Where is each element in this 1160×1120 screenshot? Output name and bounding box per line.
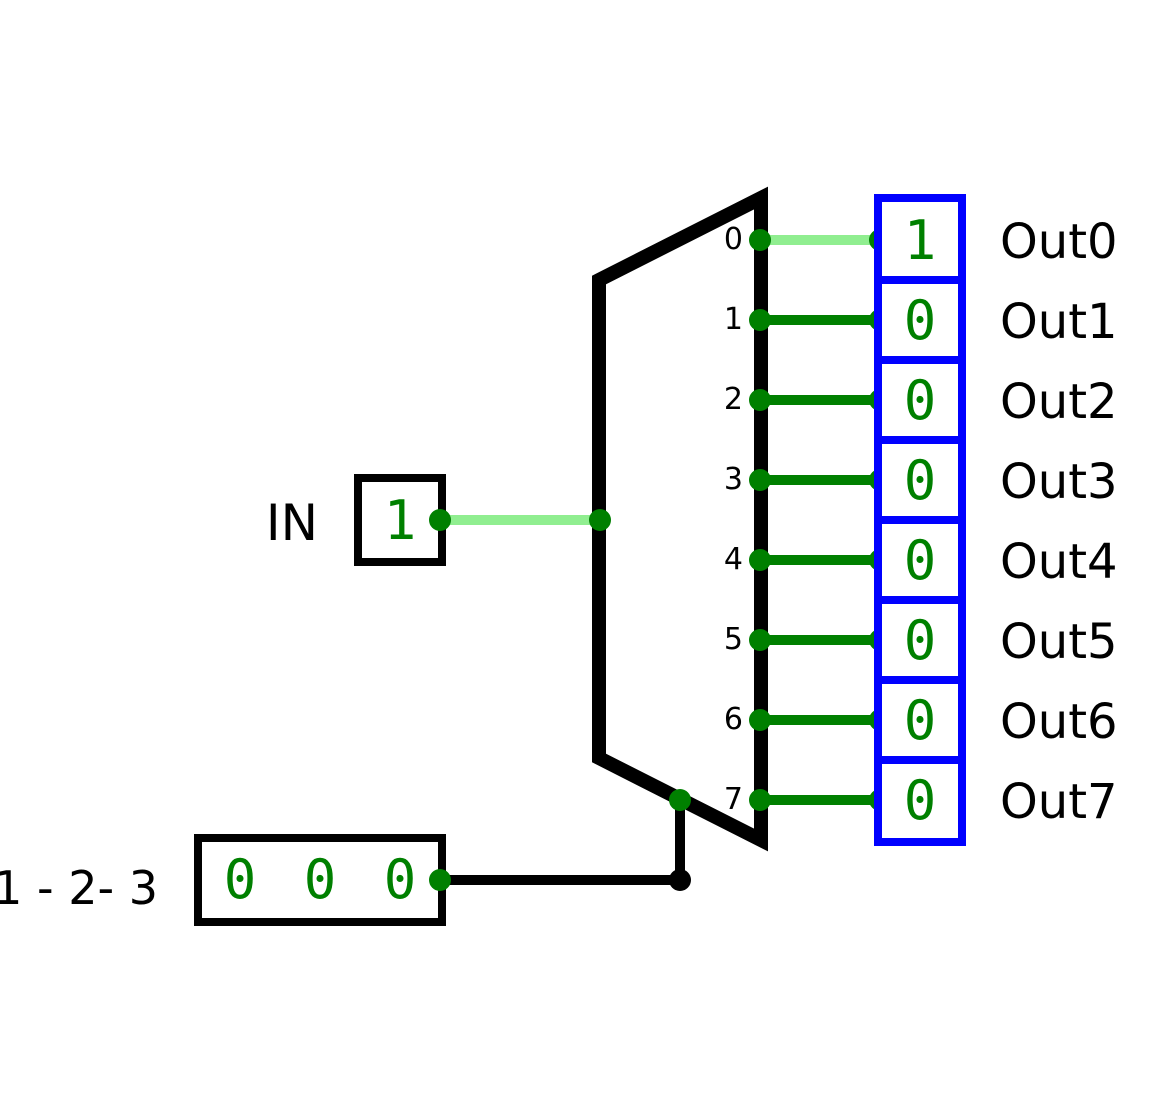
input-pin-box <box>354 474 446 566</box>
output-pin-value-3: 0 <box>904 449 937 512</box>
output-pin-value-2: 0 <box>904 369 937 432</box>
select-bit-0[interactable]: 0 <box>224 848 257 911</box>
demux-port-label-6: 6 <box>724 702 743 737</box>
demux-body <box>592 186 768 852</box>
output-wire-start-dot-6 <box>749 709 771 731</box>
output-pin-value-0: 1 <box>904 209 937 272</box>
output-label-1: Out1 <box>1000 294 1118 350</box>
demux-port-label-7: 7 <box>724 782 743 817</box>
output-pin-value-4: 0 <box>904 529 937 592</box>
select-wire <box>440 800 685 885</box>
output-wire-start-dot-0 <box>749 229 771 251</box>
select-bit-1[interactable]: 0 <box>304 848 337 911</box>
output-label-0: Out0 <box>1000 214 1118 270</box>
demux-port-label-0: 0 <box>724 222 743 257</box>
output-wire-start-dot-5 <box>749 629 771 651</box>
output-label-3: Out3 <box>1000 454 1118 510</box>
input-label: IN <box>266 494 318 552</box>
select-pin[interactable]: 0 0 0 <box>194 834 446 926</box>
demux-port-label-3: 3 <box>724 462 743 497</box>
output-pin-value-6: 0 <box>904 689 937 752</box>
output-label-2: Out2 <box>1000 374 1118 430</box>
demux-port-label-1: 1 <box>724 302 743 337</box>
demux-port-label-5: 5 <box>724 622 743 657</box>
output-wire-start-dot-2 <box>749 389 771 411</box>
input-pin-value: 1 <box>384 489 417 552</box>
output-pin-value-5: 0 <box>904 609 937 672</box>
output-wire-start-dot-1 <box>749 309 771 331</box>
output-pin-value-1: 0 <box>904 289 937 352</box>
output-wire-start-dot-7 <box>749 789 771 811</box>
output-label-7: Out7 <box>1000 774 1118 830</box>
demux-port-labels: 0 1 2 3 4 5 6 7 <box>724 222 743 817</box>
output-label-6: Out6 <box>1000 694 1118 750</box>
output-label-4: Out4 <box>1000 534 1118 590</box>
select-pin-box <box>194 834 446 926</box>
output-pins: 1 0 0 0 0 0 0 0 <box>874 194 966 846</box>
select-wire-junction-dot <box>669 869 691 891</box>
output-label-5: Out5 <box>1000 614 1118 670</box>
input-pin[interactable]: 1 <box>354 474 446 566</box>
output-wires <box>749 229 891 811</box>
select-label: 1 - 2- 3 <box>0 861 158 915</box>
input-wire-end-dot <box>589 509 611 531</box>
output-pin-value-7: 0 <box>904 769 937 832</box>
select-wire-end-dot <box>669 789 691 811</box>
output-wire-start-dot-3 <box>749 469 771 491</box>
input-wire-start-dot <box>429 509 451 531</box>
demux-port-label-2: 2 <box>724 382 743 417</box>
select-bit-2[interactable]: 0 <box>384 848 417 911</box>
demux-port-label-4: 4 <box>724 542 743 577</box>
output-wire-start-dot-4 <box>749 549 771 571</box>
select-wire-start-dot <box>429 869 451 891</box>
